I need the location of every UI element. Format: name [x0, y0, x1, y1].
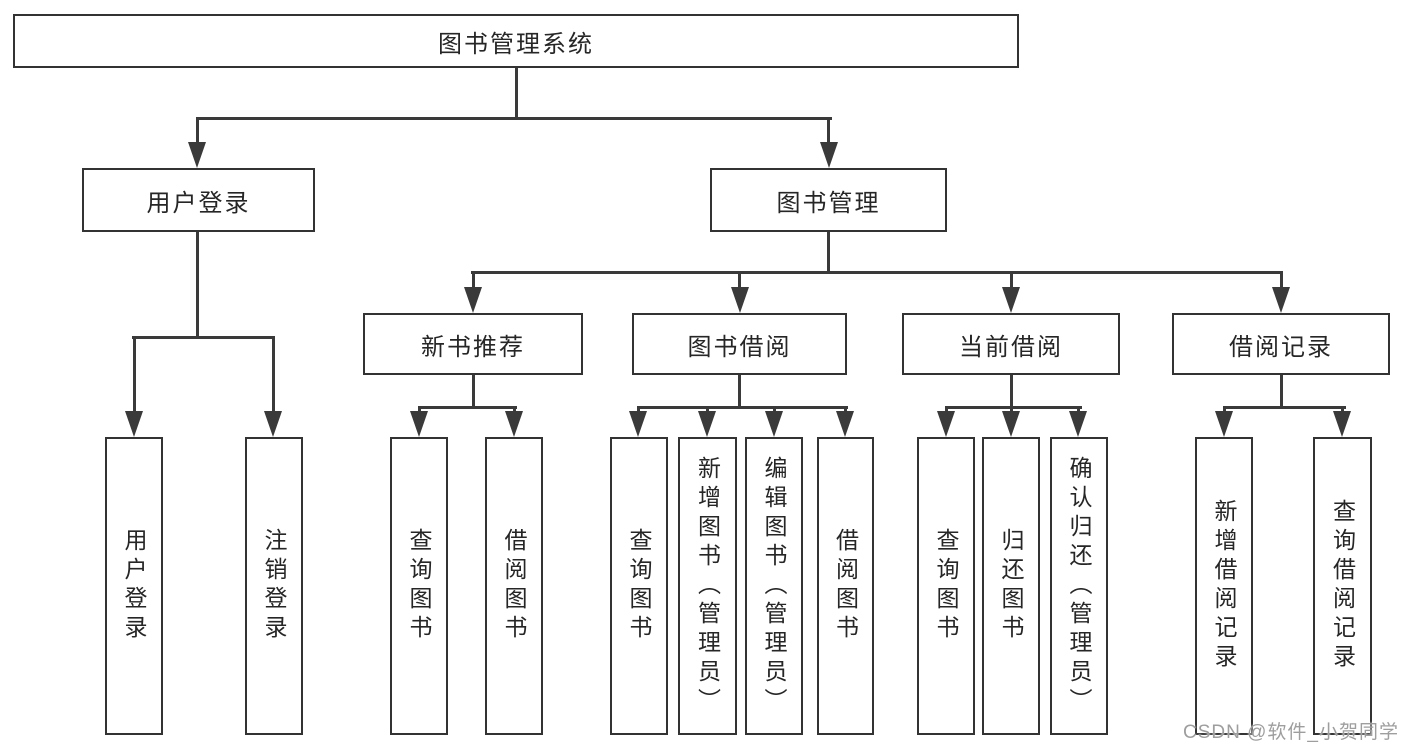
leaf-records-add-record: 新增借阅记录: [1195, 437, 1253, 735]
connector-line: [1280, 271, 1283, 289]
leaf-records-query-record: 查询借阅记录: [1313, 437, 1372, 735]
leaf-borrow-query-books: 查询图书: [610, 437, 668, 735]
connector-line: [1010, 406, 1013, 414]
arrowhead-icon: [1002, 287, 1020, 313]
connector-line: [471, 271, 1283, 274]
connector-line: [738, 375, 741, 409]
arrowhead-icon: [1069, 411, 1087, 437]
connector-line: [1280, 375, 1283, 409]
leaf-user-login: 用户登录: [105, 437, 163, 735]
connector-line: [132, 336, 275, 339]
connector-line: [515, 68, 518, 118]
connector-line: [637, 406, 848, 409]
connector-line: [418, 406, 421, 414]
arrowhead-icon: [1333, 411, 1351, 437]
leaf-current-query-books: 查询图书: [917, 437, 975, 735]
connector-line: [133, 336, 136, 413]
leaf-borrow-borrow-books: 借阅图书: [817, 437, 874, 735]
leaf-current-confirm-return-admin: 确认归还（管理员）: [1050, 437, 1108, 735]
csdn-watermark: CSDN @软件_小贺同学: [1183, 722, 1399, 743]
connector-line: [418, 406, 517, 409]
connector-line: [1223, 406, 1226, 414]
arrowhead-icon: [629, 411, 647, 437]
connector-line: [637, 406, 640, 414]
connector-line: [706, 406, 709, 414]
connector-line: [827, 117, 830, 145]
leaf-logout: 注销登录: [245, 437, 303, 735]
arrowhead-icon: [125, 411, 143, 437]
connector-line: [272, 336, 275, 413]
connector-line: [1341, 406, 1344, 414]
arrowhead-icon: [1002, 411, 1020, 437]
arrowhead-icon: [698, 411, 716, 437]
connector-line: [1010, 271, 1013, 289]
connector-line: [827, 232, 830, 274]
node-book-borrow: 图书借阅: [632, 313, 847, 375]
arrowhead-icon: [836, 411, 854, 437]
arrowhead-icon: [937, 411, 955, 437]
connector-line: [196, 117, 199, 145]
node-current-borrow: 当前借阅: [902, 313, 1120, 375]
leaf-recommend-query-books: 查询图书: [390, 437, 448, 735]
connector-line: [1223, 406, 1346, 409]
arrowhead-icon: [464, 287, 482, 313]
connector-line: [738, 271, 741, 289]
arrowhead-icon: [1272, 287, 1290, 313]
arrowhead-icon: [188, 142, 206, 168]
leaf-recommend-borrow-books: 借阅图书: [485, 437, 543, 735]
node-user-login: 用户登录: [82, 168, 315, 232]
leaf-current-return-books: 归还图书: [982, 437, 1040, 735]
connector-line: [844, 406, 847, 414]
leaf-borrow-add-books-admin: 新增图书（管理员）: [678, 437, 737, 735]
connector-line: [1010, 375, 1013, 409]
connector-line: [773, 406, 776, 414]
arrowhead-icon: [505, 411, 523, 437]
node-new-book-recommend: 新书推荐: [363, 313, 583, 375]
connector-line: [196, 117, 832, 120]
connector-line: [945, 406, 1082, 409]
connector-line: [472, 271, 475, 289]
connector-line: [196, 232, 199, 339]
connector-line: [513, 406, 516, 414]
arrowhead-icon: [1215, 411, 1233, 437]
node-borrow-records: 借阅记录: [1172, 313, 1390, 375]
arrowhead-icon: [264, 411, 282, 437]
connector-line: [945, 406, 948, 414]
arrowhead-icon: [410, 411, 428, 437]
arrowhead-icon: [820, 142, 838, 168]
connector-line: [1077, 406, 1080, 414]
arrowhead-icon: [731, 287, 749, 313]
node-library-management-system: 图书管理系统: [13, 14, 1019, 68]
connector-line: [472, 375, 475, 409]
node-book-management: 图书管理: [710, 168, 947, 232]
arrowhead-icon: [765, 411, 783, 437]
leaf-borrow-edit-books-admin: 编辑图书（管理员）: [745, 437, 803, 735]
